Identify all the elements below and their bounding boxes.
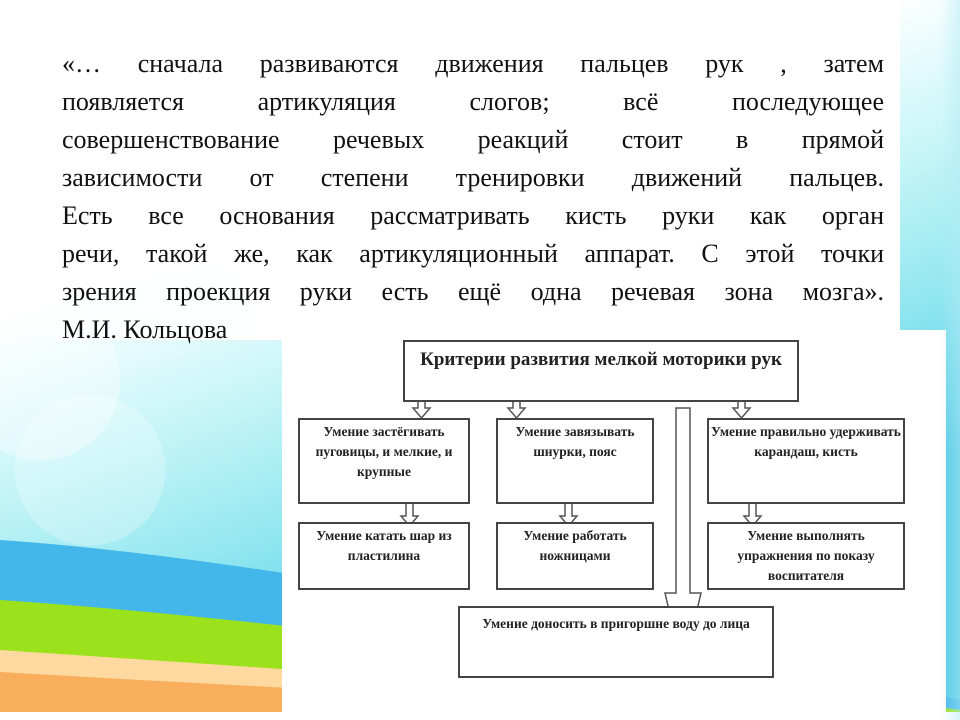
quote-line: совершенствование речевых реакций стоит … xyxy=(62,125,884,154)
criterion-laces-box: Умение завязывать шнурки, пояс xyxy=(496,418,654,504)
arrow-down-icon xyxy=(558,501,579,528)
diagram-title-box: Критерии развития мелкой моторики рук xyxy=(403,340,799,402)
bottom-strip xyxy=(0,712,960,720)
criterion-pencil-box: Умение правильно удерживать карандаш, ки… xyxy=(707,418,905,504)
quote-line: появляется артикуляция слогов; всё после… xyxy=(62,87,884,116)
quote-line: зависимости от степени тренировки движен… xyxy=(62,163,884,192)
arrow-down-icon xyxy=(742,501,763,528)
quote-text: «… сначала развиваются движения пальцев … xyxy=(62,45,884,349)
criterion-buttons-box: Умение застёгивать пуговицы, и мелкие, и… xyxy=(298,418,470,504)
background-wave-orange xyxy=(0,672,960,720)
quote-author: М.И. Кольцова xyxy=(62,315,228,344)
right-edge-gradient xyxy=(940,0,960,720)
text-panel xyxy=(0,0,900,340)
quote-line: речи, такой же, как артикуляционный аппа… xyxy=(62,239,884,268)
arrow-down-icon xyxy=(399,501,420,528)
quote-line: Есть все основания рассматривать кисть р… xyxy=(62,201,884,230)
criteria-diagram: Критерии развития мелкой моторики рук Ум… xyxy=(282,330,946,714)
criterion-water-box: Умение доносить в пригоршне воду до лица xyxy=(458,606,774,678)
criterion-plasticine-box: Умение катать шар из пластилина xyxy=(298,522,470,590)
criterion-scissors-box: Умение работать ножницами xyxy=(496,522,654,590)
quote-line: зрения проекция руки есть ещё одна речев… xyxy=(62,277,884,306)
diagram-arrows xyxy=(399,387,763,671)
quote-line: «… сначала развиваются движения пальцев … xyxy=(62,49,884,78)
criterion-exercises-box: Умение выполнять упражнения по показу во… xyxy=(707,522,905,590)
